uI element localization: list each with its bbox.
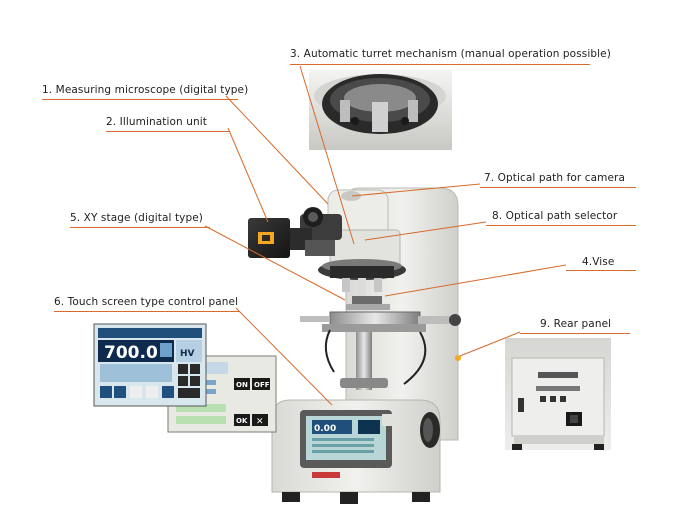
callout-turret-underline: [290, 64, 590, 65]
display-unit: HV: [180, 349, 195, 359]
callout-vise: 4.Vise: [582, 256, 615, 268]
on-button-label: ON: [236, 381, 248, 389]
callout-selector-underline: [486, 225, 636, 226]
ok-button-label: OK: [236, 417, 248, 425]
callout-illumination-unit: 2. Illumination unit: [106, 116, 207, 128]
callout-rear-panel: 9. Rear panel: [540, 318, 612, 330]
callout-xy-stage: 5. XY stage (digital type): [70, 212, 204, 224]
callout-microscope-underline: [42, 99, 238, 100]
rear-panel-photo: [505, 338, 611, 450]
machine-body: [248, 187, 461, 504]
callout-rear-underline: [520, 333, 630, 334]
callout-touch-panel-underline: [54, 311, 240, 312]
leader-lines: [204, 65, 567, 406]
machine-display-value: 0.00: [314, 424, 336, 434]
turret-photo: [309, 70, 452, 150]
callout-optical-path-camera: 7. Optical path for camera: [484, 172, 626, 184]
display-value: 700.0: [104, 343, 158, 363]
close-icon: ✕: [256, 417, 264, 427]
callout-turret: 3. Automatic turret mechanism (manual op…: [290, 48, 611, 60]
callout-vise-underline: [566, 270, 636, 271]
callout-optical-path-selector: 8. Optical path selector: [492, 210, 618, 222]
off-button-label: OFF: [254, 381, 270, 389]
callout-touch-panel: 6. Touch screen type control panel: [54, 296, 239, 308]
touch-panel-screens: [93, 323, 277, 433]
callout-measuring-microscope: 1. Measuring microscope (digital type): [42, 84, 249, 96]
callout-illumination-underline: [106, 131, 230, 132]
callout-xy-underline: [70, 227, 210, 228]
callout-camera-underline: [480, 187, 636, 188]
